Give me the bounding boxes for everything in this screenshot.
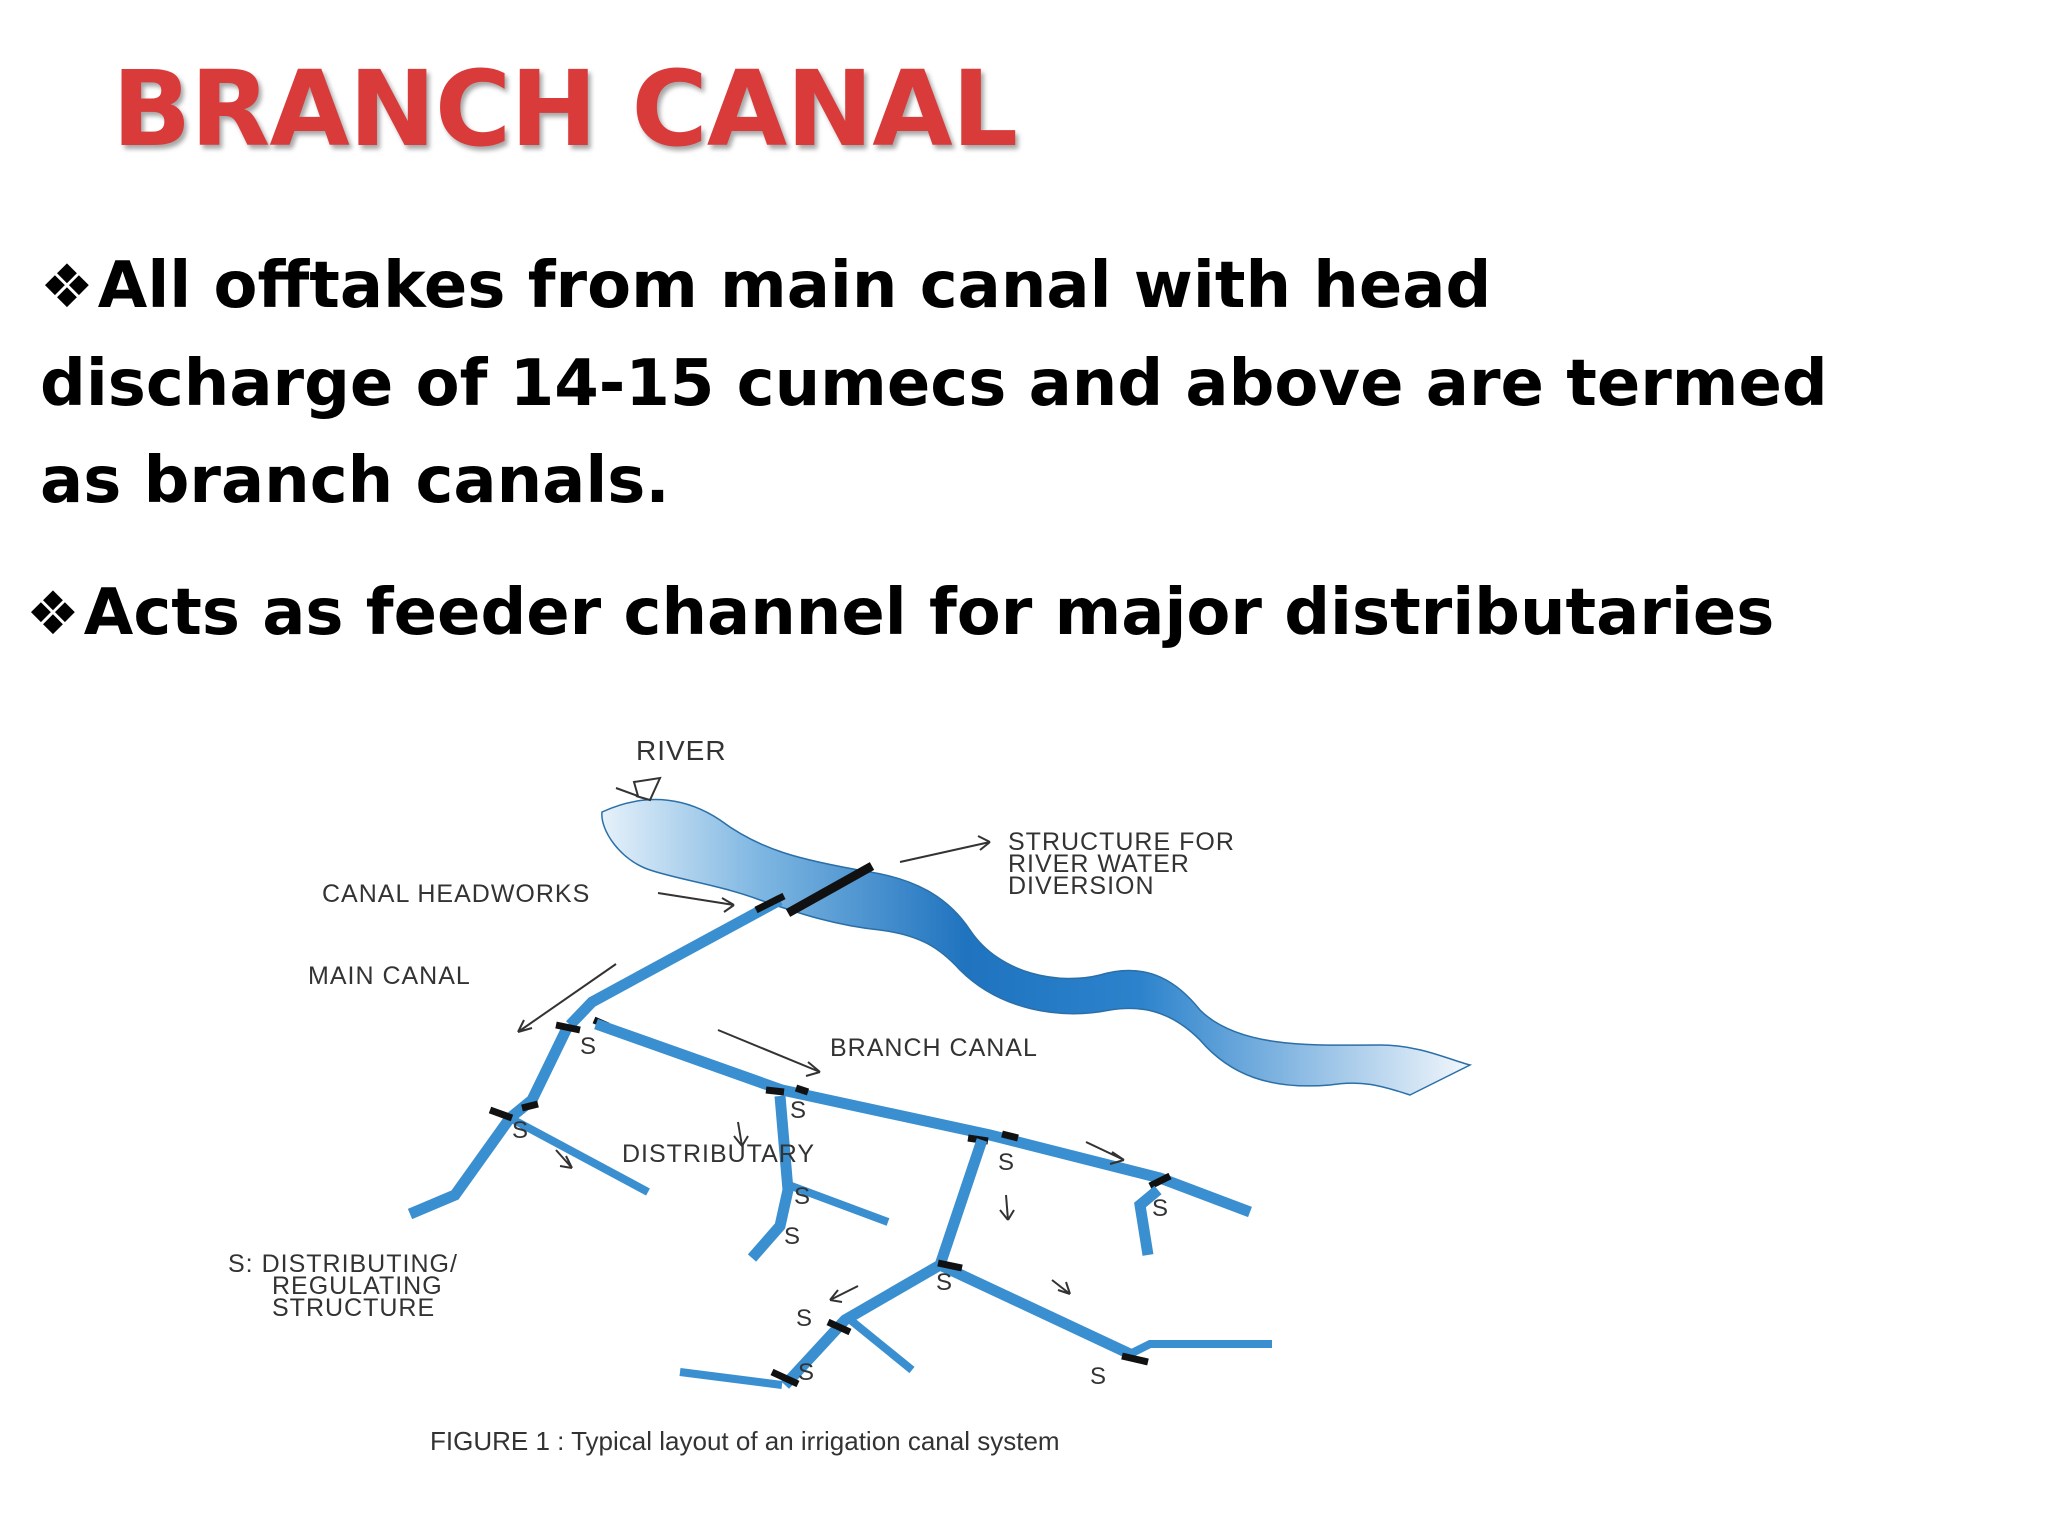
branch-canal-channel: [594, 1018, 1252, 1218]
structure-marker-s: S: [936, 1269, 952, 1296]
sub-canal: [679, 1368, 783, 1389]
arrow-icon: [717, 1029, 821, 1077]
structure-marker-s: S: [580, 1033, 596, 1060]
sub-canal: [845, 1314, 915, 1374]
main-canal-channel: [566, 895, 783, 1029]
headworks-gate: [754, 892, 786, 914]
bullet-text: Acts as feeder channel for major distrib…: [83, 576, 1775, 650]
structure-marker-s: S: [790, 1097, 806, 1124]
river-diversion-structure: [785, 862, 875, 917]
gate-s: [1121, 1352, 1149, 1366]
branch-canal-label: BRANCH CANAL: [830, 1034, 1038, 1062]
main-canal-lower: [407, 1023, 573, 1220]
structure-label-line3: DIVERSION: [1008, 872, 1155, 900]
arrow-icon: [999, 1194, 1015, 1221]
distributary-label: DISTRIBUTARY: [622, 1140, 815, 1168]
gate-s: [765, 1086, 785, 1096]
arrow-icon: [733, 1121, 749, 1147]
structure-marker-s: S: [796, 1305, 812, 1332]
secondary-distributary: [780, 1138, 988, 1389]
arrow-icon: [1085, 1141, 1125, 1165]
gate-s: [770, 1368, 800, 1388]
structure-marker-s: S: [794, 1183, 810, 1210]
river-label: RIVER: [636, 735, 727, 766]
gate-s: [794, 1084, 810, 1096]
diamond-bullet-icon: ❖: [40, 252, 94, 322]
structure-marker-s: S: [1090, 1363, 1106, 1390]
gate-s: [521, 1100, 539, 1112]
arrow-icon: [1051, 1279, 1071, 1295]
right-minor-branch: [1134, 1185, 1162, 1256]
arrow-icon: [899, 835, 991, 863]
structure-marker-s: S: [798, 1359, 814, 1386]
legend-line3: STRUCTURE: [272, 1294, 435, 1322]
legend-line2: REGULATING: [272, 1272, 443, 1300]
structure-marker-s: S: [1152, 1195, 1168, 1222]
arrow-icon: [517, 963, 617, 1033]
structure-marker-s: S: [512, 1117, 528, 1144]
sub-distributary: [784, 1180, 890, 1226]
arrow-icon: [615, 776, 662, 802]
canal-headworks-label: CANAL HEADWORKS: [322, 880, 590, 908]
arrow-icon: [555, 1149, 573, 1169]
figure-caption: FIGURE 1 : Typical layout of an irrigati…: [430, 1426, 1060, 1456]
diamond-bullet-icon: ❖: [26, 579, 80, 649]
gate-s: [555, 1021, 581, 1034]
structure-label-line1: STRUCTURE FOR: [1008, 828, 1235, 856]
arrow-icon: [829, 1285, 859, 1303]
sub-canal: [937, 1260, 1133, 1359]
sub-canal: [1128, 1340, 1272, 1358]
bullet-branch-canal-definition: ❖All offtakes from main canal with head …: [40, 238, 1840, 530]
gate-s: [488, 1106, 514, 1122]
sub-canal: [508, 1114, 650, 1196]
structure-label-line2: RIVER WATER: [1008, 850, 1190, 878]
main-canal-label: MAIN CANAL: [308, 962, 471, 990]
structure-marker-s: S: [998, 1149, 1014, 1176]
gate-s: [826, 1318, 852, 1336]
gate-s: [1148, 1172, 1172, 1190]
arrow-icon: [657, 892, 735, 913]
gate-s: [1001, 1130, 1019, 1142]
legend-line1: S: DISTRIBUTING/: [228, 1250, 458, 1278]
structure-marker-s: S: [784, 1223, 800, 1250]
gate-s: [937, 1259, 963, 1272]
bullet-feeder-channel: ❖Acts as feeder channel for major distri…: [26, 565, 1826, 663]
river-shape: [601, 798, 1473, 1096]
slide-title: BRANCH CANAL: [112, 48, 1018, 170]
bullet-text: All offtakes from main canal with head d…: [40, 249, 1828, 518]
distributary-channel: [747, 1095, 794, 1262]
